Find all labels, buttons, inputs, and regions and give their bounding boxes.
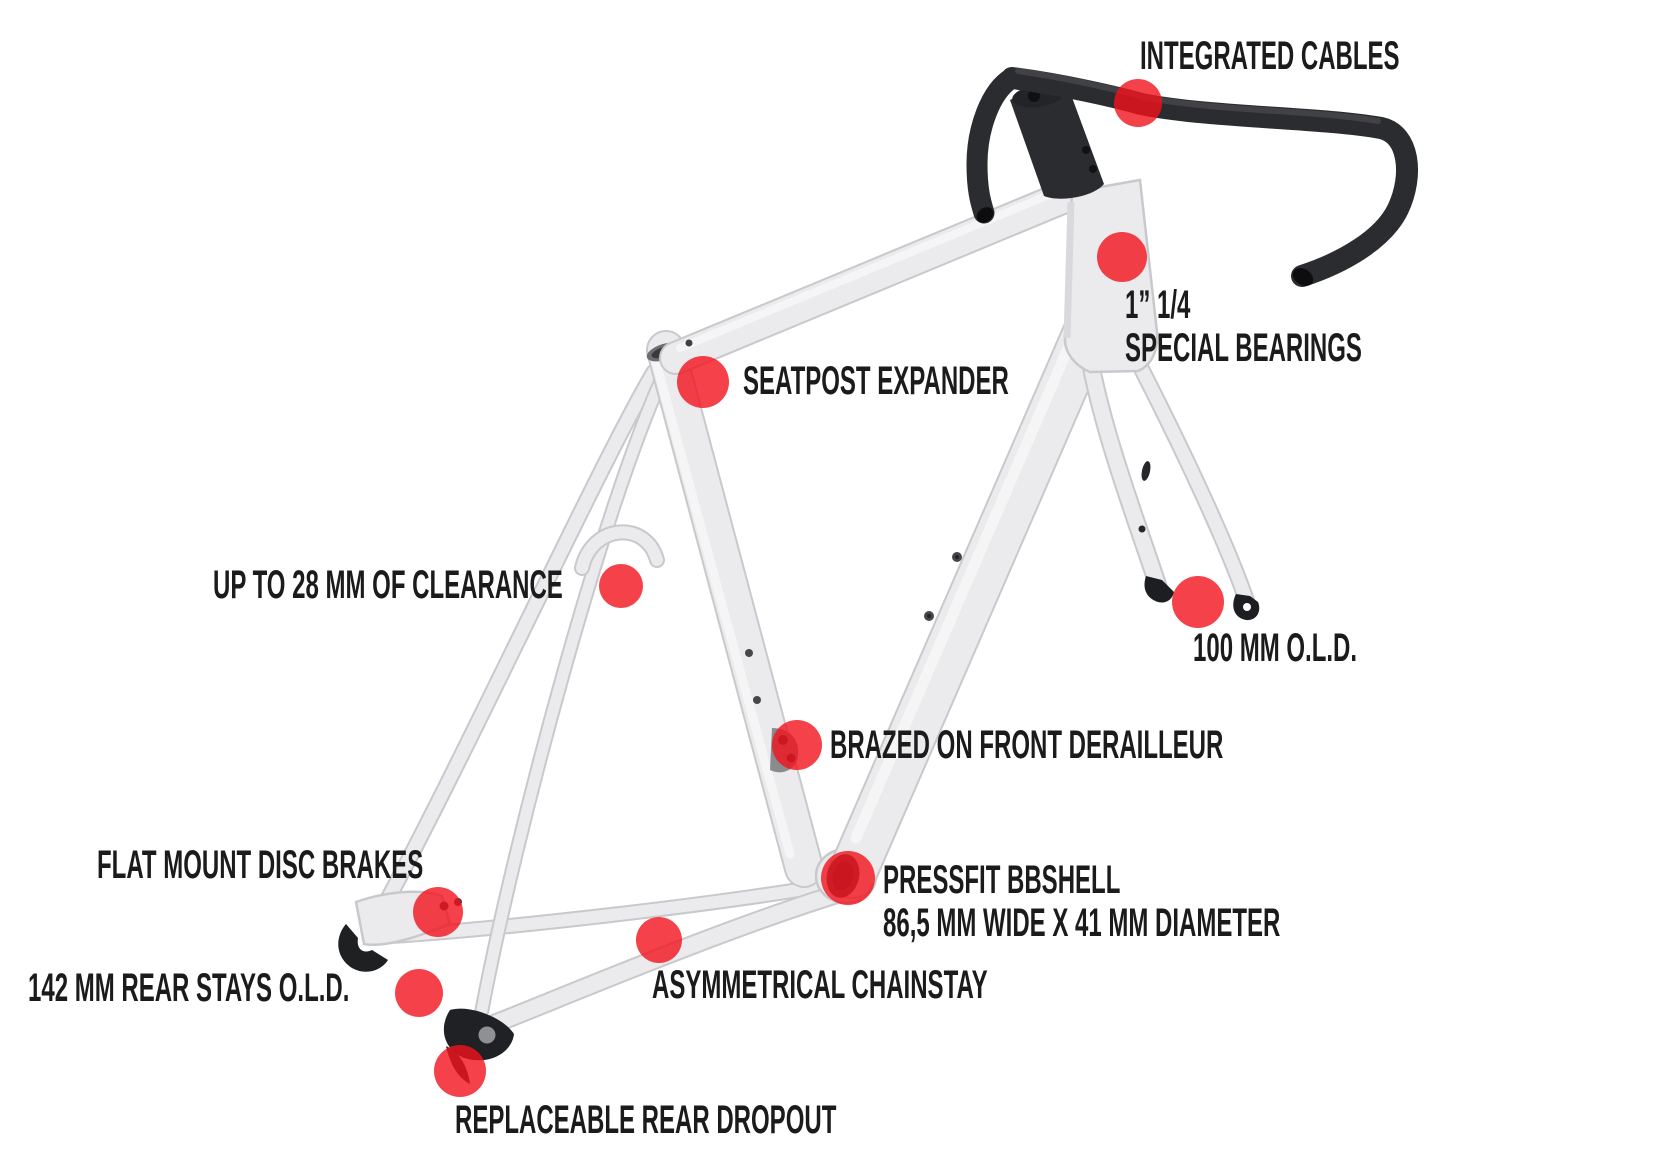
hotspot-pressfit-bbshell[interactable] bbox=[821, 851, 875, 905]
hotspot-replaceable-dropout[interactable] bbox=[434, 1045, 486, 1097]
hotspot-integrated-cables[interactable] bbox=[1114, 79, 1162, 127]
label-special-bearings: 1” 1/4 SPECIAL BEARINGS bbox=[1125, 284, 1362, 370]
label-line: PRESSFIT BBSHELL bbox=[883, 858, 1121, 902]
bar-end bbox=[1292, 268, 1314, 286]
fork-slot bbox=[1141, 461, 1151, 481]
hotspot-flat-mount-disc[interactable] bbox=[413, 887, 463, 937]
label-tire-clearance: UP TO 28 MM OF CLEARANCE bbox=[213, 563, 563, 607]
label-pressfit-bbshell: PRESSFIT BBSHELL 86,5 MM WIDE X 41 MM DI… bbox=[883, 859, 1280, 945]
top-cap-bolt bbox=[1028, 90, 1040, 102]
seatstay-clearance-bridge bbox=[576, 526, 663, 574]
label-line: 86,5 MM WIDE X 41 MM DIAMETER bbox=[883, 901, 1281, 945]
label-line: 1” 1/4 bbox=[1125, 283, 1191, 327]
top-tube bbox=[659, 181, 1079, 375]
rear-stays-far-side bbox=[362, 363, 854, 944]
hotspot-seatpost-expander[interactable] bbox=[677, 356, 729, 408]
bottle-boss bbox=[753, 696, 761, 704]
left-fork-dropout bbox=[1144, 576, 1174, 603]
rear-stays-near-side bbox=[474, 366, 860, 1034]
label-front-derailleur: BRAZED ON FRONT DERAILLEUR bbox=[830, 723, 1224, 767]
down-tube bbox=[814, 301, 1115, 905]
hotspot-front-derailleur[interactable] bbox=[772, 720, 822, 770]
stem-bolt bbox=[1082, 146, 1090, 154]
hotspot-front-old[interactable] bbox=[1172, 576, 1224, 628]
flat-mount-bracket bbox=[338, 924, 388, 972]
hotspot-asymmetrical-chainstay[interactable] bbox=[636, 917, 682, 963]
bottle-boss bbox=[745, 649, 753, 657]
label-asymmetrical-chainstay: ASYMMETRICAL CHAINSTAY bbox=[652, 963, 988, 1007]
label-rear-old: 142 MM REAR STAYS O.L.D. bbox=[28, 966, 350, 1010]
label-flat-mount-disc: FLAT MOUNT DISC BRAKES bbox=[97, 843, 424, 887]
stem-bolt bbox=[1089, 165, 1097, 173]
feature-hotspots bbox=[395, 79, 1224, 1097]
label-front-old: 100 MM O.L.D. bbox=[1193, 626, 1358, 670]
cable-port bbox=[685, 339, 693, 347]
hotspot-tire-clearance[interactable] bbox=[599, 564, 643, 608]
hotspot-special-bearings[interactable] bbox=[1097, 232, 1147, 282]
fork-brake-hole bbox=[1138, 525, 1146, 533]
label-line: SPECIAL BEARINGS bbox=[1125, 326, 1362, 370]
label-integrated-cables: INTEGRATED CABLES bbox=[1140, 34, 1400, 78]
fork bbox=[1080, 350, 1260, 621]
seat-tube bbox=[646, 330, 824, 888]
bar-end bbox=[976, 207, 994, 223]
label-seatpost-expander: SEATPOST EXPANDER bbox=[743, 359, 1009, 403]
label-replaceable-dropout: REPLACEABLE REAR DROPOUT bbox=[455, 1098, 837, 1142]
hotspot-rear-old[interactable] bbox=[395, 969, 443, 1017]
